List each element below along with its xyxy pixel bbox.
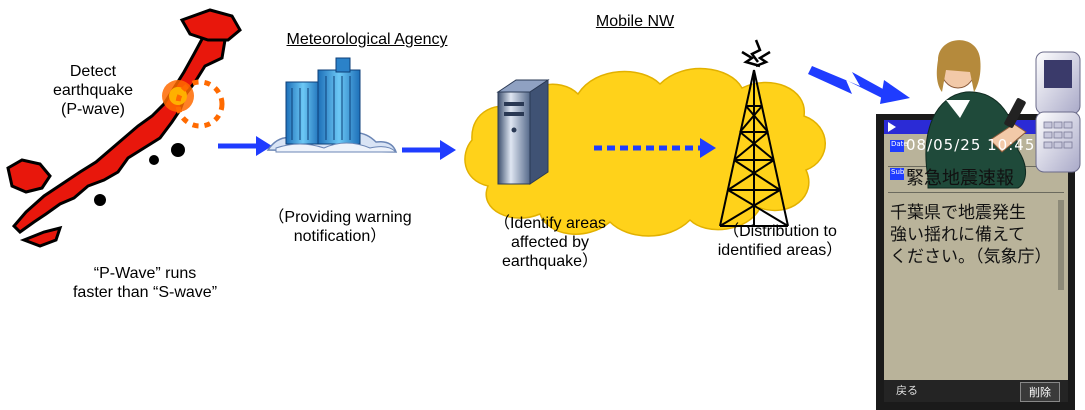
agency-title: Meteorological Agency (286, 31, 448, 48)
delete-button[interactable]: 削除 (1020, 382, 1060, 402)
date-tag: Date (891, 140, 908, 148)
arrow-map-to-agency (218, 136, 272, 156)
mobile-network-title: Mobile NW (595, 13, 675, 30)
message-subject: 緊急地震速報 (906, 168, 1014, 189)
person-with-phone-icon (925, 40, 1027, 189)
arrow-server-to-tower (594, 138, 716, 158)
arrow-agency-to-network (402, 140, 456, 160)
antenna-tower-icon (719, 39, 789, 227)
sub-tag: Sub (891, 168, 905, 176)
date-value: 08/05/25 10:45 (906, 136, 1036, 154)
server-icon (496, 79, 550, 185)
pwave-note-label: “P-Wave” runs faster than “S-wave” (72, 265, 218, 301)
detect-earthquake-label: Detect earthquake (P-wave) (52, 63, 134, 118)
epicenter-icon (162, 79, 225, 129)
identify-areas-label: （Identify areas affected by earthquake） (493, 215, 607, 270)
providing-warning-label: （Providing warning notification） (268, 209, 412, 245)
distribution-label: （Distribution to identified areas） (717, 223, 843, 259)
mobile-phone-icon (1035, 51, 1081, 173)
wireless-signal-arrow (808, 66, 910, 104)
back-button[interactable]: 戻る (896, 384, 918, 397)
japan-map-icon (6, 8, 242, 248)
agency-building-icon (266, 57, 398, 153)
message-body: 千葉県で地震発生 強い揺れに備えて ください。（気象庁） (890, 203, 1052, 267)
